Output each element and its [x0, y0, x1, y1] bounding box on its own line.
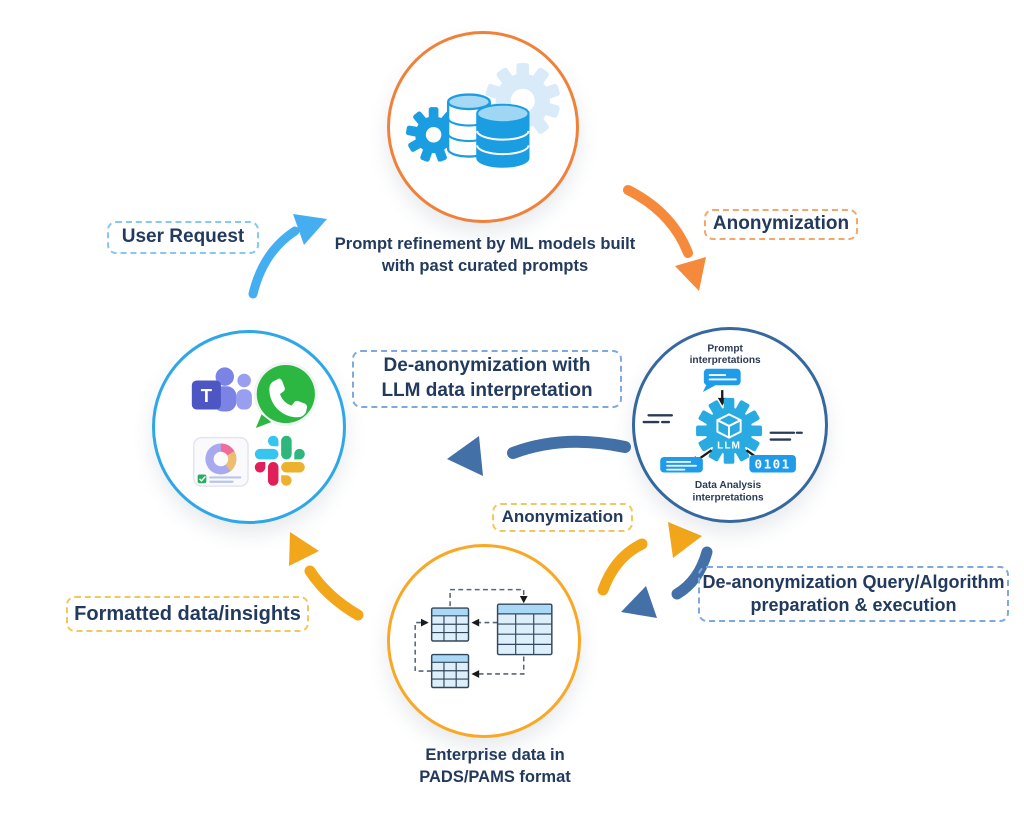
binary-box-icon: 0101	[749, 455, 796, 473]
anonymization-mid-label: Anonymization	[492, 503, 633, 532]
prompt-refinement-caption: Prompt refinement by ML models built wit…	[334, 235, 636, 276]
analysis-bubble-icon	[660, 456, 703, 473]
arrow-anonymization-up	[597, 522, 702, 596]
node-enterprise-data	[387, 544, 581, 738]
llm-scene: Prompt interpretations	[642, 343, 803, 504]
table-large-icon	[496, 603, 553, 656]
arrow-deanonymization-center	[447, 435, 631, 476]
enterprise-data-caption: Enterprise data in PADS/PAMS format	[419, 746, 571, 787]
node-llm-interpretation: Prompt interpretations	[632, 327, 828, 523]
teams-icon: T	[191, 367, 252, 412]
svg-text:interpretations: interpretations	[690, 355, 761, 366]
connector-arrowheads	[421, 595, 528, 678]
binary-label: 0101	[755, 457, 791, 472]
cube-icon	[716, 413, 742, 439]
node-output-apps: T	[152, 330, 346, 524]
linked-tables-icon	[414, 588, 553, 689]
database-cylinder-front-icon	[476, 103, 530, 168]
whatsapp-icon	[253, 362, 318, 428]
arrow-deanonymization-down	[621, 546, 713, 618]
svg-text:interpretations: interpretations	[693, 493, 764, 504]
apps-scene: T	[191, 362, 318, 487]
text-lines-right-icon	[769, 431, 803, 441]
table-small-top-icon	[430, 607, 470, 642]
llm-gear-label: LLM	[717, 441, 741, 452]
teams-letter: T	[201, 385, 213, 406]
table-small-bottom-icon	[430, 653, 470, 689]
report-chart-icon	[193, 436, 249, 487]
node-prompt-refinement	[387, 31, 579, 223]
slack-icon	[254, 435, 305, 486]
data-analysis-label: Data Analysis	[695, 480, 762, 491]
prompt-bubble-icon	[702, 368, 741, 393]
gear-database-icon	[405, 63, 560, 168]
prompt-interpretations-label: Prompt	[707, 343, 743, 354]
deanonymization-center-label: De-anonymization with LLM data interpret…	[352, 350, 622, 408]
user-request-label: User Request	[107, 221, 259, 254]
llm-gear-icon: LLM	[696, 397, 762, 464]
formatted-insights-label: Formatted data/insights	[66, 596, 309, 632]
anonymization-top-label: Anonymization	[704, 209, 858, 240]
table-connectors	[414, 588, 525, 675]
deanonymization-query-label: De-anonymization Query/Algorithm prepara…	[698, 566, 1009, 622]
text-lines-left-icon	[642, 414, 673, 424]
